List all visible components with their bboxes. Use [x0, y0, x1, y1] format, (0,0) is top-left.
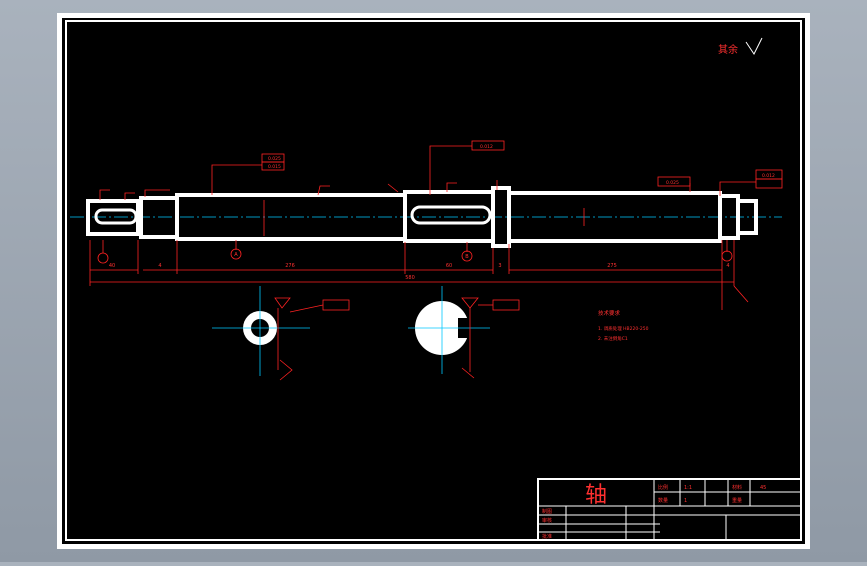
tech-req-item-1: 1. 调质处理 HB220-250 [598, 325, 649, 332]
dim-5: 60 [446, 263, 452, 269]
tolerance-values: 0.025 0.015 0.012 0.025 0.012 [268, 144, 775, 186]
tol-value-5: 0.012 [762, 173, 775, 179]
surface-note: 其余 [718, 43, 738, 56]
dim-1: 40 [109, 263, 115, 269]
tb-checked-label: 审核 [542, 517, 552, 524]
tb-qty-label: 数量 [658, 497, 668, 504]
dimension-lines [89, 145, 756, 310]
dim-6: 3 [498, 263, 501, 269]
dim-4: 276 [285, 263, 295, 269]
tech-req-item-2: 2. 未注倒角C1 [598, 335, 628, 342]
tb-material-label: 材料 [732, 484, 742, 491]
shaft-outline [86, 186, 758, 248]
dim-overall: 580 [405, 275, 415, 281]
title-block-labels: 比例 1:1 材料 45 数量 1 重量 制图 审核 批准 [542, 484, 766, 540]
dim-3: 4 [158, 263, 161, 269]
sheet-background [62, 18, 805, 544]
section-view-a [212, 286, 324, 381]
tb-scale-label: 比例 [658, 484, 668, 491]
section-view-b [408, 286, 493, 379]
drawing-title: 轴 [585, 483, 607, 508]
tb-drawn-label: 制图 [542, 508, 552, 515]
tol-box-4 [657, 176, 691, 187]
drawing-frame [65, 20, 802, 541]
tb-weight-label: 重量 [732, 497, 742, 504]
dim-7: 275 [607, 263, 617, 269]
roughness-symbol [745, 37, 763, 55]
tb-approved-label: 批准 [542, 533, 552, 540]
keyway-middle [410, 205, 492, 225]
tol-box-2 [261, 161, 285, 171]
tech-req-title: 技术要求 [598, 309, 621, 317]
section-markers [97, 248, 733, 264]
tol-value-4: 0.025 [666, 180, 679, 186]
tol-box-6 [755, 178, 783, 189]
dimension-values: 40 4 276 60 3 275 4 580 [109, 263, 730, 281]
section-label-a: A [234, 252, 238, 258]
tb-scale-value: 1:1 [684, 485, 692, 491]
tb-material-value: 45 [760, 485, 766, 491]
section-marker-labels: A B [234, 252, 469, 260]
tol-value-1: 0.025 [268, 156, 281, 162]
tb-qty-value: 1 [684, 498, 687, 504]
section-label-b: B [465, 254, 469, 260]
tol-box-3 [471, 140, 505, 151]
tol-value-2: 0.015 [268, 164, 281, 170]
keyway-left [94, 208, 138, 225]
title-block [537, 478, 802, 541]
dim-8: 4 [726, 263, 729, 269]
tol-value-3: 0.012 [480, 144, 493, 150]
